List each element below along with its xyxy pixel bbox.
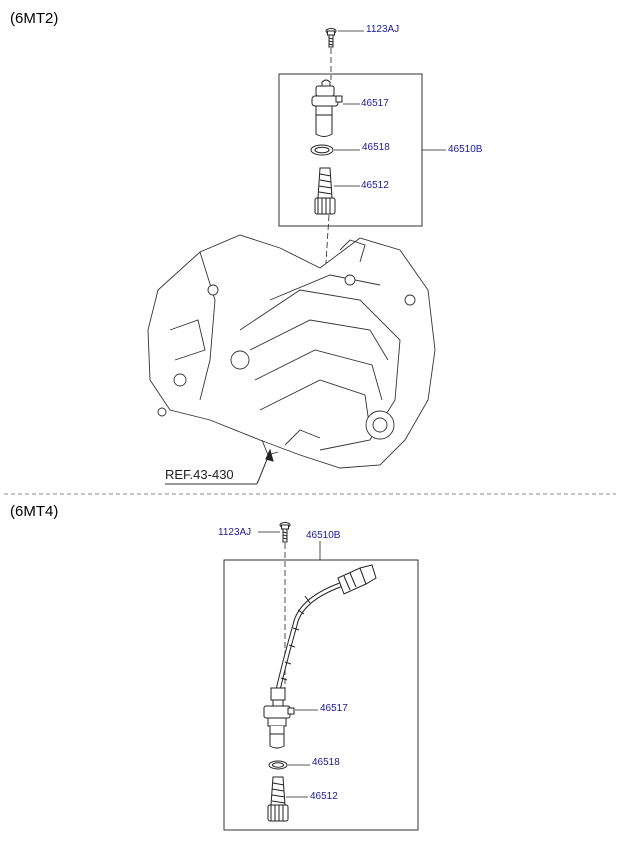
label-bottom-assembly: 46510B <box>306 530 341 541</box>
label-bottom-sensor: 46517 <box>320 703 348 714</box>
section-title-6mt2: (6MT2) <box>10 10 59 27</box>
bottom-connector-icon <box>337 564 377 595</box>
label-top-gear: 46512 <box>361 180 389 191</box>
transmission-housing-icon <box>147 234 436 469</box>
center-line <box>324 214 330 279</box>
label-bottom-bolt: 1123AJ <box>218 527 252 538</box>
bottom-cable-icon <box>275 582 341 691</box>
label-top-sensor: 46517 <box>361 98 389 109</box>
label-top-bolt: 1123AJ <box>366 24 400 35</box>
reference-arrow-icon <box>165 448 274 485</box>
bottom-oring-icon <box>268 760 288 770</box>
label-bottom-oring: 46518 <box>312 757 340 768</box>
label-top-assembly: 46510B <box>448 144 483 155</box>
top-sensor-icon <box>311 79 343 137</box>
bottom-gear-icon <box>267 776 289 822</box>
label-top-oring: 46518 <box>362 142 390 153</box>
bottom-sensor-icon <box>263 687 295 749</box>
top-oring-icon <box>310 144 334 156</box>
label-reference[interactable]: REF.43-430 <box>165 467 234 482</box>
section-title-6mt4: (6MT4) <box>10 503 59 520</box>
bottom-bolt-icon <box>279 522 291 543</box>
top-gear-icon <box>314 167 336 215</box>
top-bolt-icon <box>325 28 337 48</box>
bottom-assembly-box <box>223 559 419 831</box>
label-bottom-gear: 46512 <box>310 791 338 802</box>
